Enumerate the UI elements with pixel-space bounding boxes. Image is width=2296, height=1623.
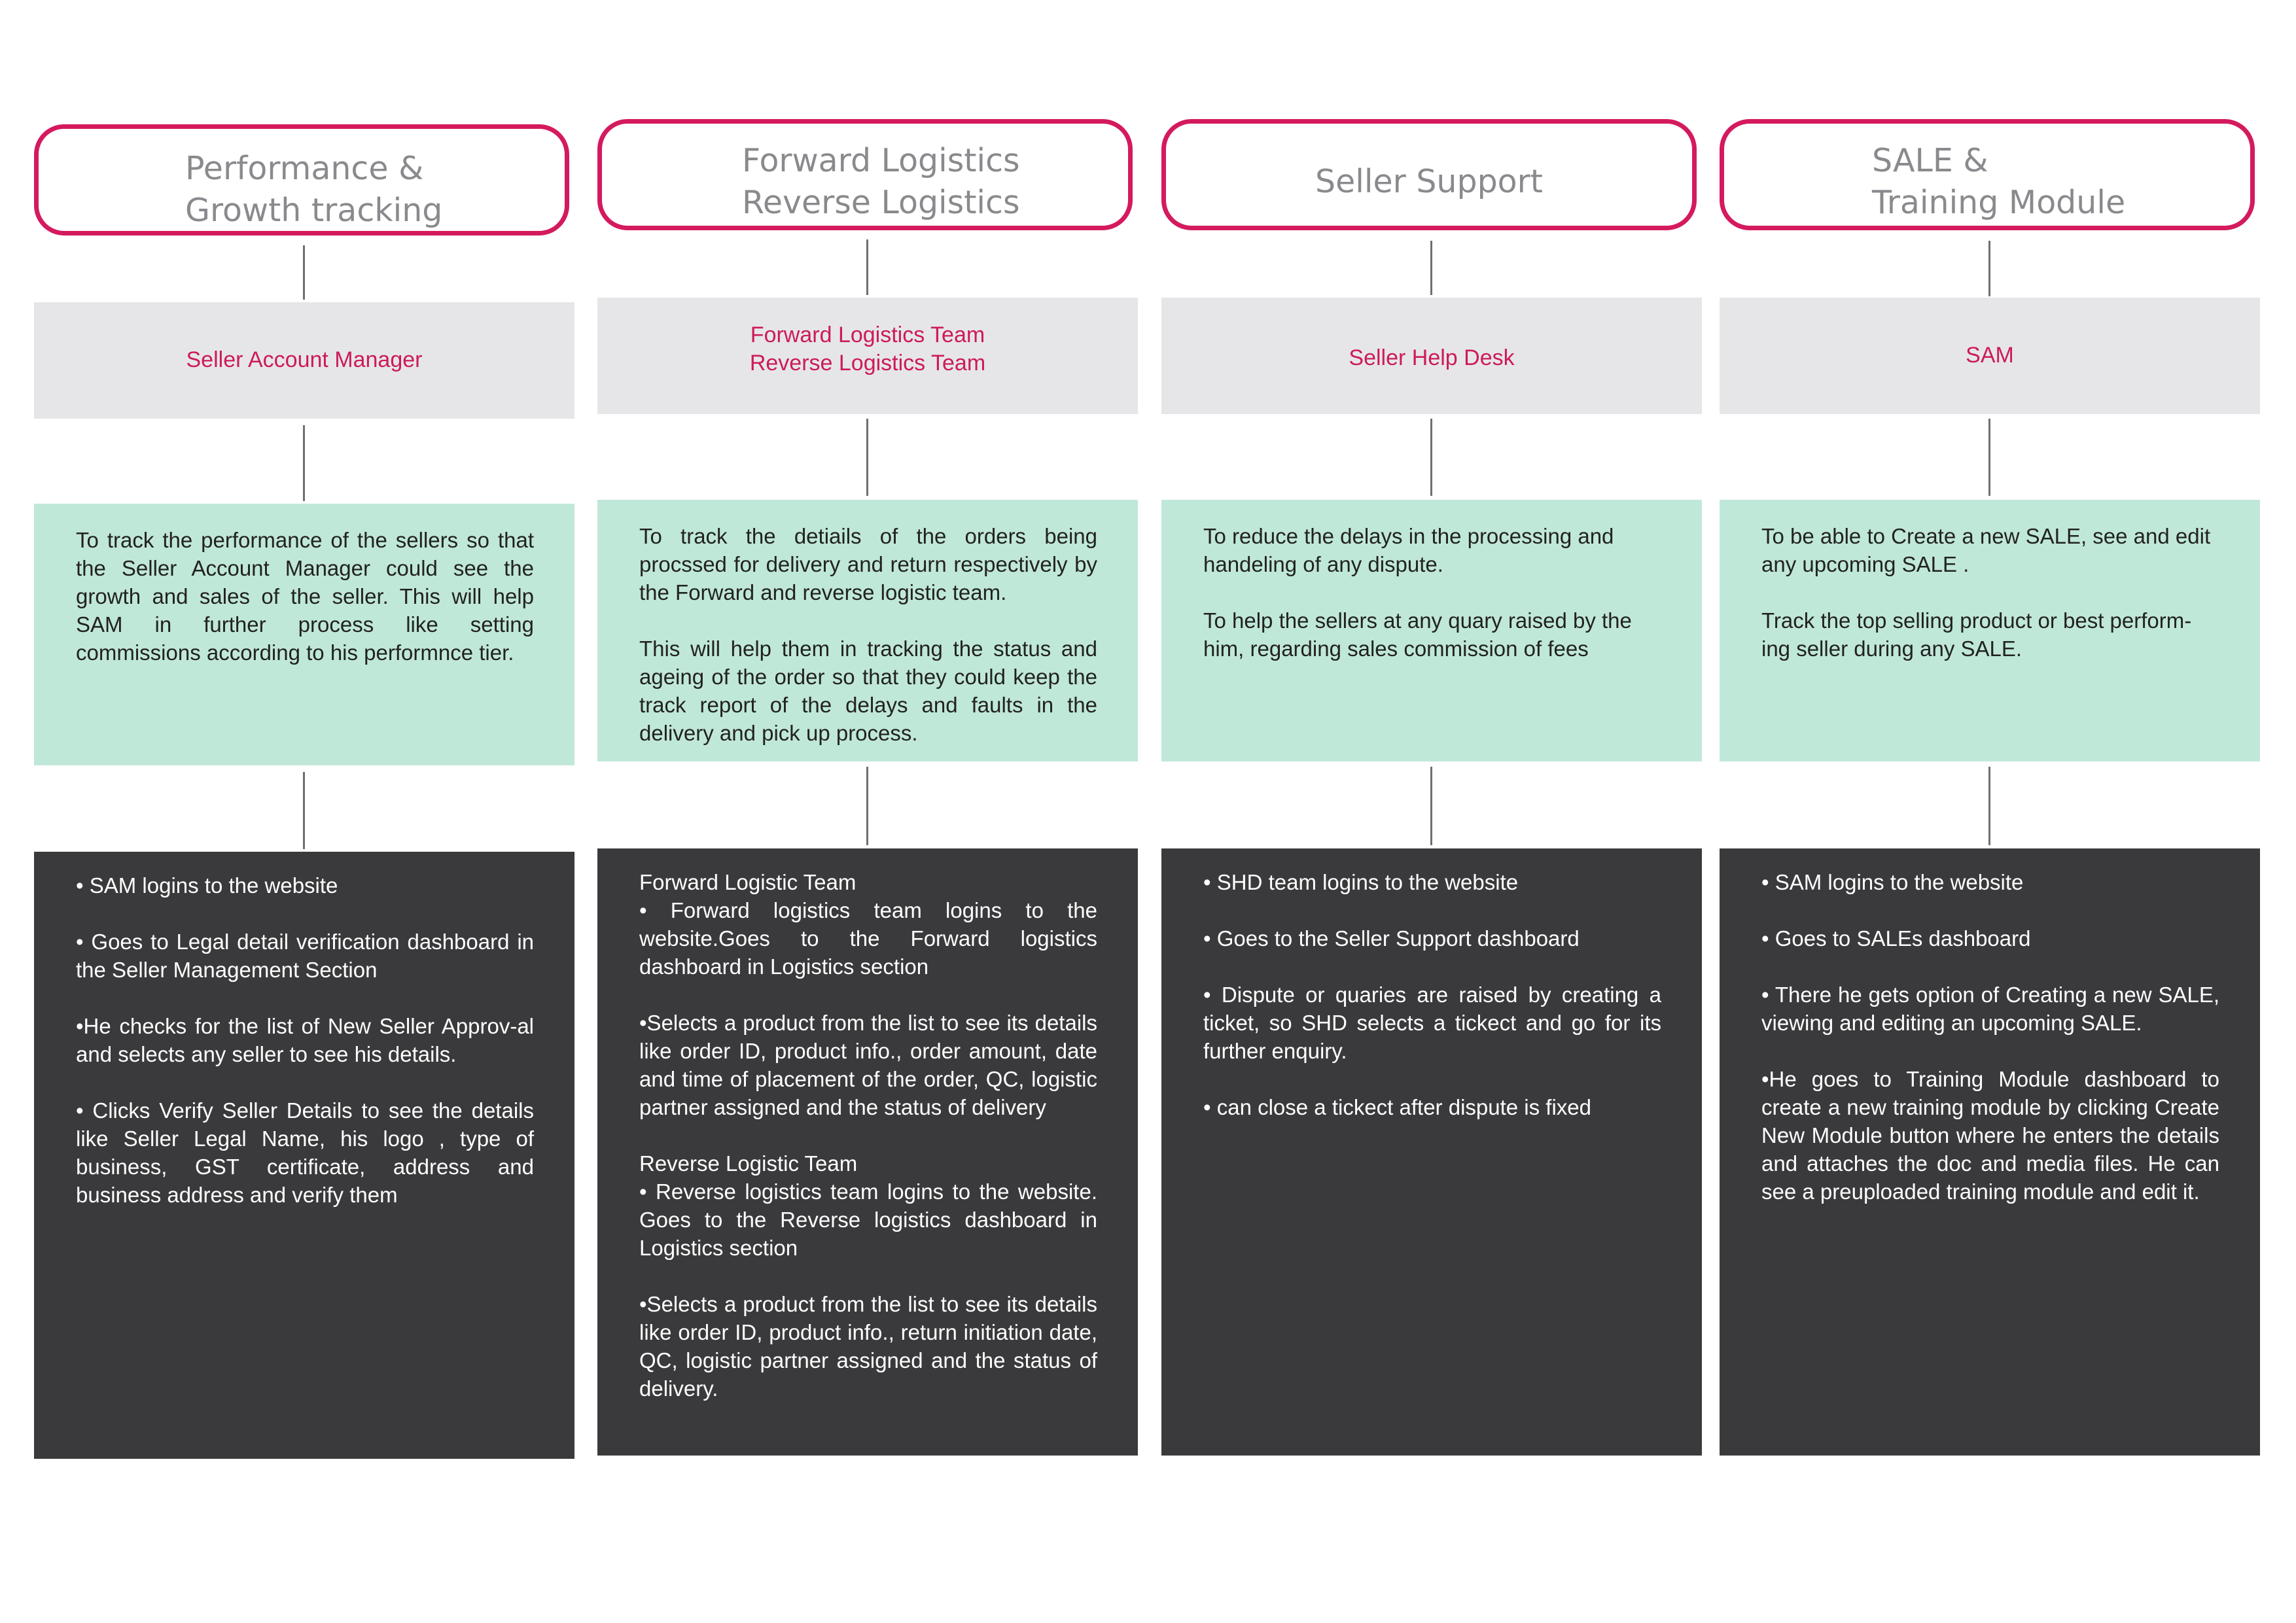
connector-line [1988,241,1990,296]
purpose-paragraph: Track the top selling product or best pe… [1761,608,2192,661]
purpose-paragraph: To track the performance of the sellers … [76,528,534,665]
column-performance-growth: Performance & Growth tracking Seller Acc… [34,0,574,1623]
column-logistics: Forward Logistics Reverse Logistics Forw… [597,0,1138,1623]
purpose-paragraph: This will help them in tracking the stat… [639,637,1097,745]
steps-box: • SAM logins to the website • Goes to SA… [1720,848,2260,1456]
connector-line [1430,241,1432,295]
connector-line [1430,767,1432,845]
step-item: •Selects a product from the list to see … [639,1011,1097,1119]
step-item: •Selects a product from the list to see … [639,1292,1097,1401]
purpose-text: To track the detiails of the orders bein… [639,522,1097,747]
connector-line [1988,767,1990,845]
step-heading: Forward Logistic Team [639,870,857,894]
purpose-text: To be able to Create a new SALE, see and… [1761,522,2219,663]
column-header-line1: Forward Logistics [742,142,1020,179]
purpose-text: To reduce the delays in the processing a… [1203,522,1661,663]
purpose-box: To be able to Create a new SALE, see and… [1720,500,2260,761]
column-header-line1: Seller Support [1315,163,1544,200]
column-header-line2: Growth tracking [185,192,443,229]
role-label: Seller Help Desk [1349,345,1515,370]
purpose-paragraph: To be able to Create a new SALE, see and… [1761,524,2211,576]
purpose-box: To track the performance of the sellers … [34,504,574,765]
step-item: • SAM logins to the website [76,873,338,898]
step-heading: Reverse Logistic Team [639,1151,858,1176]
step-item: • There he gets option of Creating a new… [1761,983,2219,1035]
connector-line [303,772,305,849]
connector-line [303,245,305,300]
role-label: Forward Logistics Team [750,323,985,347]
role-label: SAM [1966,343,2014,368]
column-header-box: Forward Logistics Reverse Logistics [597,119,1133,230]
step-item: • SHD team logins to the website [1203,870,1519,894]
role-box: Seller Account Manager [34,302,574,419]
steps-text: • SHD team logins to the website • Goes … [1203,868,1661,1121]
connector-line [1430,419,1432,496]
column-header-box: Performance & Growth tracking [34,124,569,236]
purpose-box: To reduce the delays in the processing a… [1161,500,1702,761]
step-item: •He checks for the list of New Seller Ap… [76,1014,534,1066]
column-header-line2: Reverse Logistics [742,184,1020,221]
column-header-line1: Performance & [185,150,424,187]
step-item: • Goes to SALEs dashboard [1761,926,2031,951]
column-header-box: Seller Support [1161,119,1697,230]
steps-box: • SHD team logins to the website • Goes … [1161,848,1702,1456]
steps-box: • SAM logins to the website • Goes to Le… [34,852,574,1459]
connector-line [866,239,868,295]
step-item: • Dispute or quaries are raised by creat… [1203,983,1661,1063]
connector-line [866,419,868,496]
step-item: • SAM logins to the website [1761,870,2024,894]
purpose-paragraph: To reduce the delays in the processing a… [1203,524,1614,576]
step-item: • Goes to Legal detail verification dash… [76,930,534,982]
steps-text: • SAM logins to the website • Goes to SA… [1761,868,2219,1206]
role-box: SAM [1720,298,2260,414]
column-header-line2: Training Module [1872,184,2126,221]
steps-box: Forward Logistic Team • Forward logistic… [597,848,1138,1456]
column-header-box: SALE & Training Module [1720,119,2255,230]
step-item: • Reverse logistics team logins to the w… [639,1179,1097,1260]
purpose-paragraph: To track the detiails of the orders bein… [639,524,1097,604]
role-label: Reverse Logistics Team [749,351,986,375]
role-box: Seller Help Desk [1161,298,1702,414]
step-item: • Clicks Verify Seller Details to see th… [76,1098,534,1207]
connector-line [866,767,868,845]
step-item: • Forward logistics team logins to the w… [639,898,1097,979]
steps-text: Forward Logistic Team • Forward logistic… [639,868,1097,1403]
role-label: Seller Account Manager [186,347,423,372]
steps-text: • SAM logins to the website • Goes to Le… [76,871,534,1209]
role-box: Forward Logistics Team Reverse Logistics… [597,298,1138,414]
step-item: •He goes to Training Module dashboard to… [1761,1067,2219,1204]
connector-line [1988,419,1990,496]
column-header-line1: SALE & [1872,142,1988,179]
column-seller-support: Seller Support Seller Help Desk To reduc… [1161,0,1702,1623]
purpose-paragraph: To help the sellers at any quary raised … [1203,608,1632,661]
column-sale-training: SALE & Training Module SAM To be able to… [1720,0,2260,1623]
step-item: • can close a tickect after dispute is f… [1203,1095,1592,1119]
purpose-box: To track the detiails of the orders bein… [597,500,1138,761]
purpose-text: To track the performance of the sellers … [76,526,534,667]
step-item: • Goes to the Seller Support dashboard [1203,926,1580,951]
connector-line [303,425,305,501]
